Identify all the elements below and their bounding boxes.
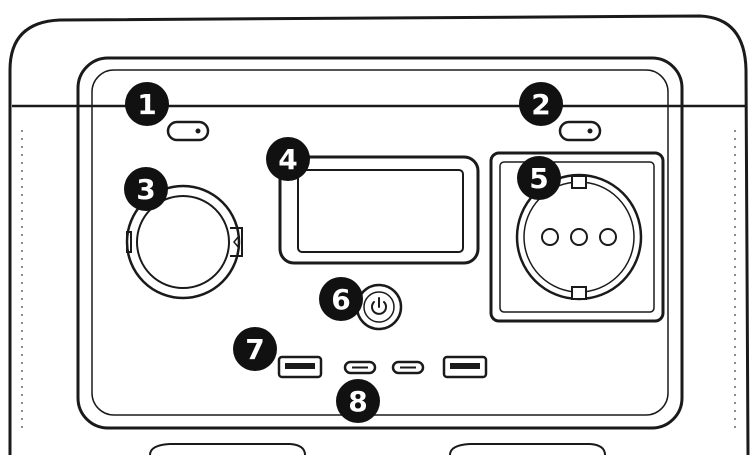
- bottom-foot-left: [149, 443, 306, 456]
- dc-cap-right-tab: [230, 227, 243, 257]
- ac-ground-clip-bottom: [571, 286, 587, 300]
- ac-pin-hole-left: [541, 228, 559, 246]
- callout-badge-6: 6: [319, 277, 363, 321]
- callout-number-2: 2: [531, 88, 550, 121]
- front-panel-outer: [76, 56, 684, 430]
- lcd-display-screen: [297, 169, 464, 253]
- ac-pin-hole-right: [599, 228, 617, 246]
- power-button-inner: [363, 291, 395, 323]
- lcd-display-outer: [278, 155, 480, 265]
- dc-cap-left-tab: [126, 231, 132, 253]
- callout-number-8: 8: [348, 385, 367, 418]
- usb-c-port-left: [343, 360, 377, 375]
- power-icon: [371, 301, 387, 315]
- callout-badge-2: 2: [519, 82, 563, 126]
- callout-number-6: 6: [331, 283, 350, 316]
- usb-a-port-right: [442, 355, 488, 379]
- callout-number-3: 3: [136, 173, 155, 206]
- callout-badge-1: 1: [125, 82, 169, 126]
- callout-number-4: 4: [278, 143, 297, 176]
- right-indicator-light: [558, 120, 602, 142]
- left-indicator-light: [166, 120, 210, 142]
- callout-badge-4: 4: [266, 137, 310, 181]
- ac-outlet-frame-inner: [499, 161, 655, 313]
- callout-badge-8: 8: [336, 379, 380, 423]
- ac-outlet-frame: [489, 151, 665, 323]
- front-panel-inner: [91, 69, 669, 416]
- ac-pin-hole-center: [570, 228, 588, 246]
- usb-a-port-left: [277, 355, 323, 379]
- callout-badge-7: 7: [233, 327, 277, 371]
- usb-a-port-left-tongue: [285, 363, 315, 369]
- dc-car-outlet-cap-inner: [136, 195, 230, 289]
- right-indicator-dot: [587, 128, 593, 134]
- usb-a-port-right-tongue: [450, 363, 480, 369]
- left-indicator-dot: [195, 128, 201, 134]
- callout-number-1: 1: [137, 88, 156, 121]
- bottom-foot-right: [449, 443, 606, 456]
- ac-ground-clip-top: [571, 175, 587, 189]
- usb-c-port-right: [391, 360, 425, 375]
- device-body-outline: [8, 14, 750, 456]
- callout-badge-5: 5: [517, 156, 561, 200]
- callout-number-7: 7: [245, 333, 264, 366]
- dc-cap-arrow-icon: [233, 235, 240, 249]
- callout-number-5: 5: [529, 162, 548, 195]
- callout-badge-3: 3: [124, 167, 168, 211]
